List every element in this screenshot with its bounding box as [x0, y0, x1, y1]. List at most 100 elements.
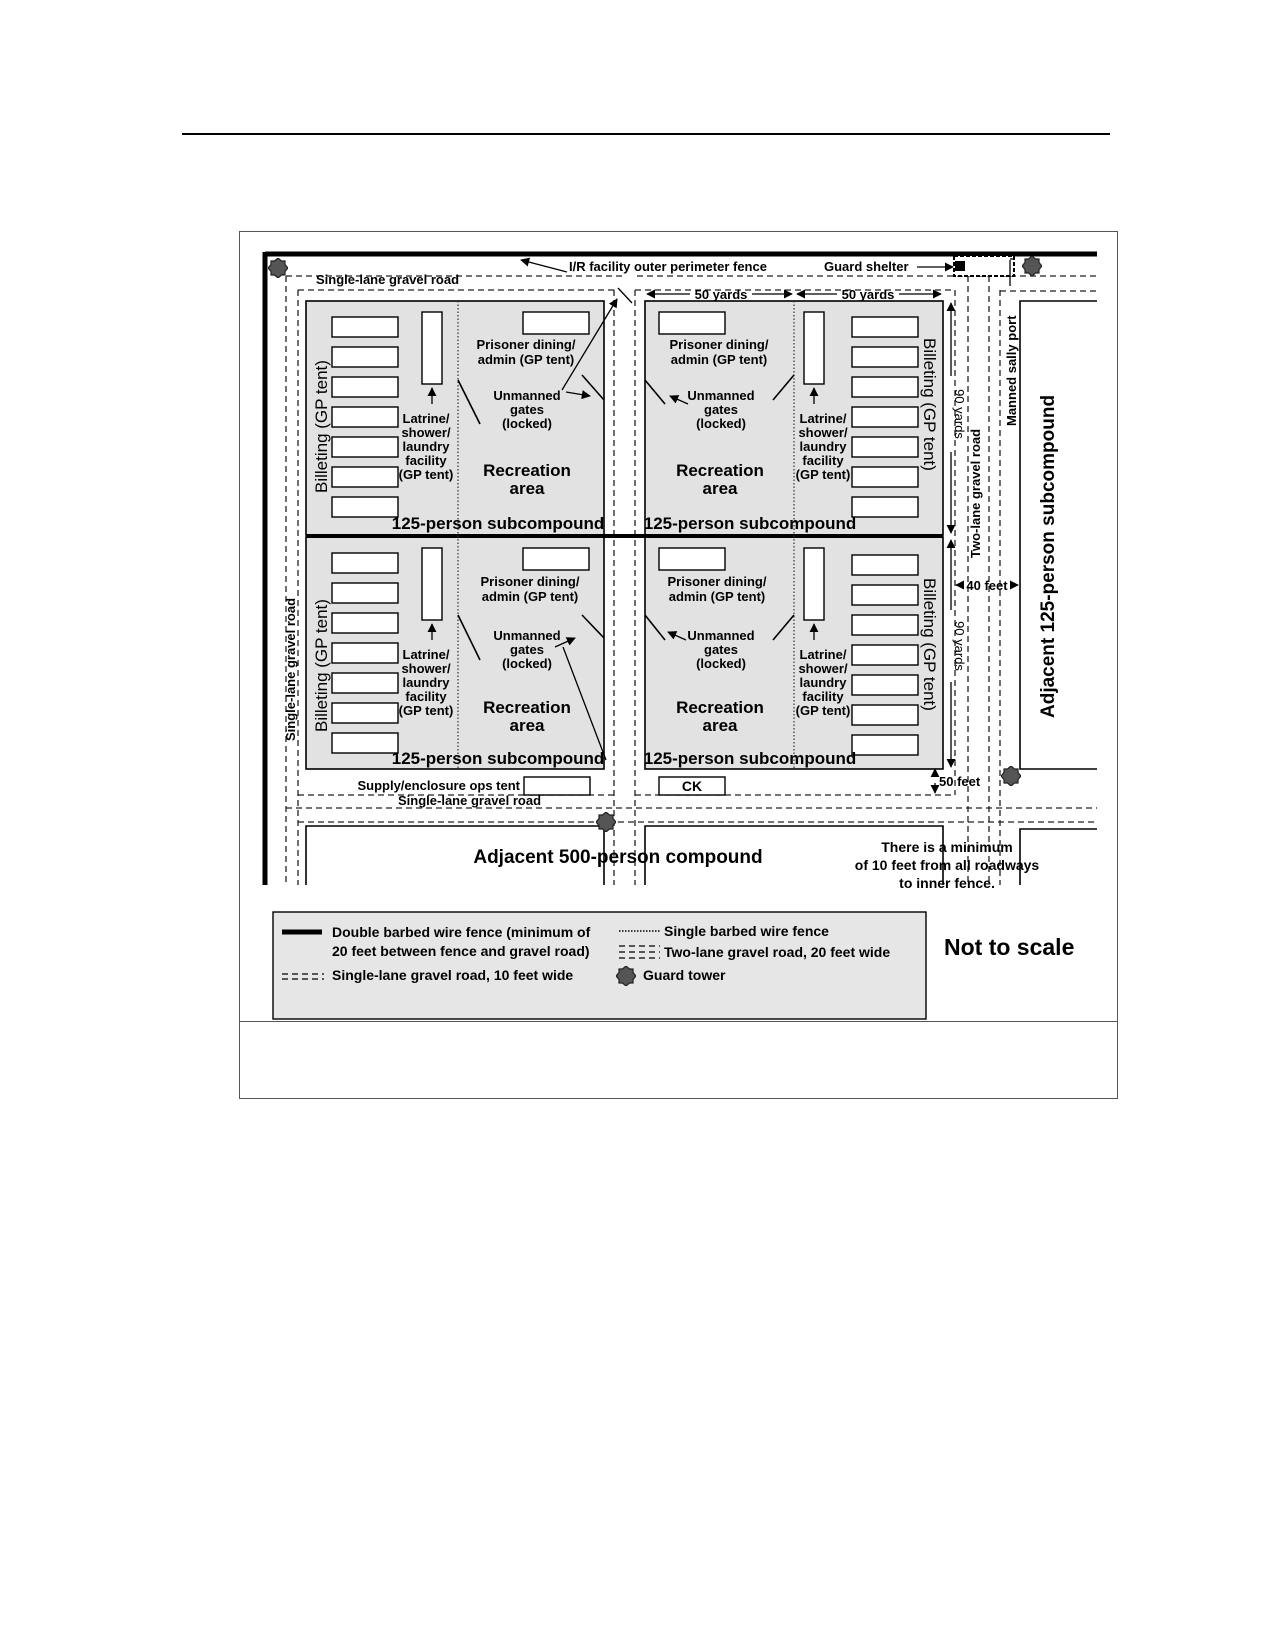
dining-label: admin (GP tent): [478, 352, 575, 367]
subcompound-label: 125-person subcompound: [392, 749, 605, 768]
gates-label: (locked): [502, 656, 552, 671]
adjacent-subcompound-label: Adjacent 125-person subcompound: [1038, 395, 1059, 718]
pointer-arrows: [427, 257, 1019, 794]
dim-50-yards-right: 50 yards: [842, 287, 895, 302]
latrine-label: Latrine/: [800, 647, 847, 662]
latrine-label: Latrine/: [800, 411, 847, 426]
latrine-label: (GP tent): [796, 467, 851, 482]
guard-tower-icon: [616, 966, 636, 986]
guard-tower-icon: [596, 812, 616, 832]
latrine-label: facility: [802, 689, 844, 704]
legend-double-fence: 20 feet between fence and gravel road): [332, 943, 590, 959]
guard-tower-icon: [268, 258, 288, 278]
recreation-label: area: [510, 479, 546, 498]
dining-label: admin (GP tent): [669, 589, 766, 604]
recreation-label: Recreation: [676, 698, 764, 717]
latrine-label: (GP tent): [399, 703, 454, 718]
guard-shelter-label: Guard shelter: [824, 259, 909, 274]
recreation-label: area: [703, 479, 739, 498]
svg-text:Prisoner dining/admin (GP tent: Prisoner dining/admin (GP tent): [477, 337, 576, 367]
gates-label: gates: [510, 642, 544, 657]
latrine-label: facility: [405, 453, 447, 468]
adjacent-compounds: [305, 300, 1097, 885]
min-distance-note: of 10 feet from all roadways: [855, 857, 1040, 873]
dim-90-yards-bottom: 90 yards: [952, 621, 967, 671]
gates-label: gates: [704, 642, 738, 657]
two-lane-road-label: Two-lane gravel road: [968, 429, 983, 558]
latrine-label: laundry: [403, 675, 451, 690]
gates-label: Unmanned: [687, 628, 754, 643]
subcompound-label: 125-person subcompound: [644, 749, 857, 768]
billeting-label: Billeting (GP tent): [920, 578, 939, 711]
latrine-label: laundry: [403, 439, 451, 454]
legend: Double barbed wire fence (minimum of 20 f…: [272, 911, 927, 1020]
gates-label: (locked): [696, 416, 746, 431]
guard-tower-icon: [1001, 766, 1021, 786]
svg-text:Prisoner dining/admin (GP tent: Prisoner dining/admin (GP tent): [670, 337, 769, 367]
supply-tent-label: Supply/enclosure ops tent: [357, 778, 520, 793]
recreation-label: area: [703, 716, 739, 735]
gates-label: gates: [704, 402, 738, 417]
dim-90-yards-top: 90 yards: [952, 389, 967, 439]
gates-label: (locked): [502, 416, 552, 431]
figure-frame: [239, 231, 1118, 1099]
recreation-label: Recreation: [483, 698, 571, 717]
recreation-label: area: [510, 716, 546, 735]
tent-rectangles: [331, 311, 919, 796]
dining-label: Prisoner dining/: [481, 574, 580, 589]
legend-two-lane-road: Two-lane gravel road, 20 feet wide: [664, 944, 890, 960]
dim-50-yards-left: 50 yards: [695, 287, 748, 302]
subcompound-blocks: [305, 300, 944, 770]
min-distance-note: There is a minimum: [881, 839, 1012, 855]
latrine-label: laundry: [800, 675, 848, 690]
dining-label: Prisoner dining/: [668, 574, 767, 589]
dim-50-feet: 50 feet: [939, 774, 981, 789]
latrine-label: shower/: [798, 661, 848, 676]
latrine-label: shower/: [401, 425, 451, 440]
dining-label: Prisoner dining/: [477, 337, 576, 352]
ck-label: CK: [682, 778, 702, 794]
svg-text:Double barbed wire fence (mini: Double barbed wire fence (minimum of 20 f…: [332, 924, 591, 959]
outer-perimeter-fence: [262, 251, 1097, 885]
billeting-label: Billeting (GP tent): [312, 360, 331, 493]
svg-text:Prisoner dining/admin (GP tent: Prisoner dining/admin (GP tent): [668, 574, 767, 604]
guard-tower-icon: [1022, 256, 1042, 276]
dining-label: admin (GP tent): [671, 352, 768, 367]
legend-double-fence: Double barbed wire fence (minimum of: [332, 924, 591, 940]
latrine-label: Latrine/: [403, 411, 450, 426]
gates-label: (locked): [696, 656, 746, 671]
min-distance-note: to inner fence.: [899, 875, 995, 891]
billeting-label: Billeting (GP tent): [312, 599, 331, 732]
dining-label: admin (GP tent): [482, 589, 579, 604]
caption-divider: [239, 1021, 1118, 1022]
gates-label: Unmanned: [687, 388, 754, 403]
latrine-label: facility: [405, 689, 447, 704]
top-road-label: Single-lane gravel road: [316, 272, 459, 287]
latrine-label: shower/: [401, 661, 451, 676]
latrine-label: laundry: [800, 439, 848, 454]
sally-port-label: Manned sally port: [1004, 315, 1019, 426]
latrine-label: (GP tent): [796, 703, 851, 718]
left-road-label: Single-lane gravel road: [283, 598, 298, 741]
guard-shelter: [953, 255, 1015, 277]
legend-guard-tower: Guard tower: [643, 967, 726, 983]
latrine-label: shower/: [798, 425, 848, 440]
road-network: [285, 275, 1097, 885]
legend-single-lane-road: Single-lane gravel road, 10 feet wide: [332, 967, 573, 983]
svg-text:Prisoner dining/admin (GP tent: Prisoner dining/admin (GP tent): [481, 574, 580, 604]
bottom-road-label: Single-lane gravel road: [398, 793, 541, 808]
latrine-label: (GP tent): [399, 467, 454, 482]
dim-40-feet: 40 feet: [966, 578, 1008, 593]
